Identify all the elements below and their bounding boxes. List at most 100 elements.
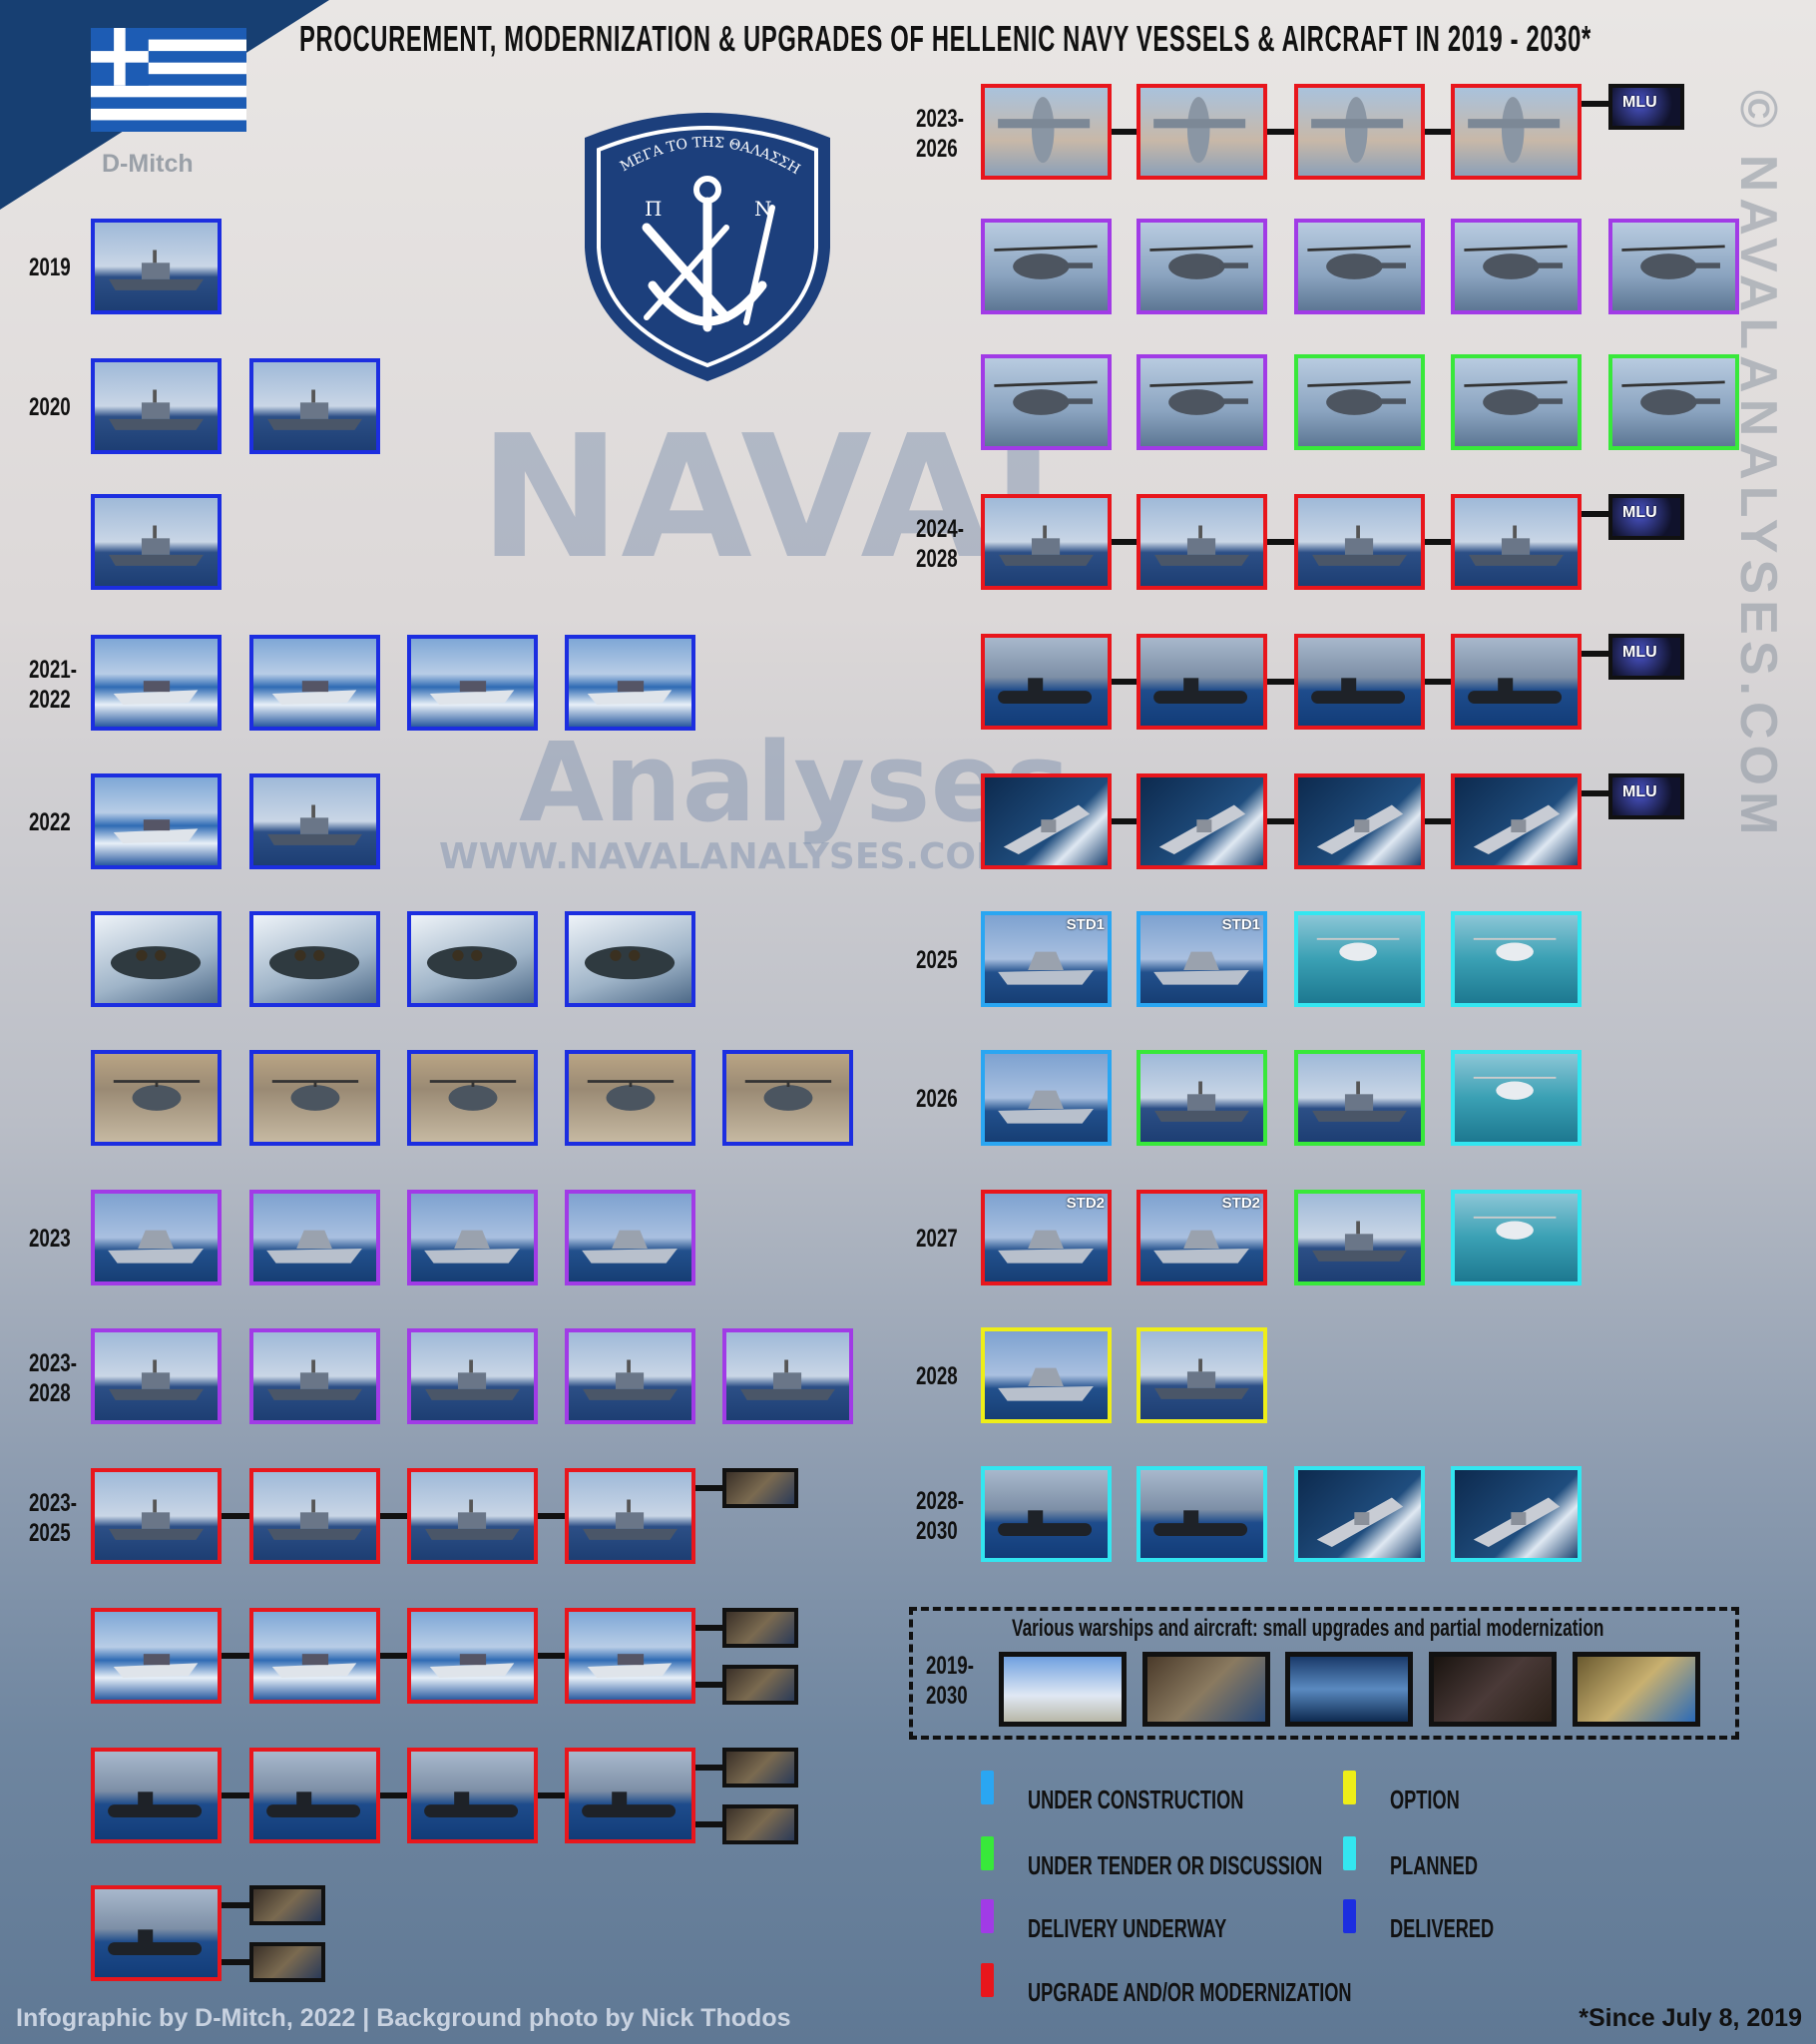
sub-tile[interactable] — [1136, 1466, 1267, 1562]
equipment-thumb[interactable] — [722, 1804, 798, 1844]
corv-tile[interactable] — [249, 1190, 380, 1285]
corv-tile[interactable]: STD2 — [981, 1190, 1112, 1285]
frig-tile[interactable] — [1451, 773, 1582, 869]
equipment-thumb[interactable] — [722, 1665, 798, 1705]
equipment-thumb[interactable] — [722, 1748, 798, 1788]
heli-tile[interactable] — [1451, 354, 1582, 450]
sub-tile[interactable] — [565, 1748, 695, 1843]
equipment-thumb[interactable] — [722, 1468, 798, 1508]
boat-tile[interactable] — [407, 635, 538, 731]
rib-tile[interactable] — [565, 911, 695, 1007]
ship-tile[interactable] — [249, 1328, 380, 1424]
drone-tile[interactable] — [722, 1050, 853, 1146]
radar-image[interactable] — [999, 1652, 1127, 1727]
ship-tile[interactable] — [1451, 494, 1582, 590]
ship-tile[interactable] — [249, 358, 380, 454]
sub-tile[interactable] — [981, 1466, 1112, 1562]
heli-tile[interactable] — [1451, 219, 1582, 314]
heli-tile[interactable] — [1294, 354, 1425, 450]
ship-tile[interactable] — [565, 1328, 695, 1424]
ship-tile[interactable] — [722, 1328, 853, 1424]
heli-tile[interactable] — [1294, 219, 1425, 314]
mlu-badge[interactable]: MLU — [1608, 634, 1684, 680]
corv-tile[interactable] — [981, 1050, 1112, 1146]
drone-tile[interactable] — [91, 1050, 222, 1146]
ship-tile[interactable] — [249, 773, 380, 869]
sub-tile[interactable] — [981, 634, 1112, 730]
boat-tile[interactable] — [249, 635, 380, 731]
sub-tile[interactable] — [91, 1748, 222, 1843]
boat-tile[interactable] — [91, 773, 222, 869]
ship-tile[interactable] — [407, 1468, 538, 1564]
boat-tile[interactable] — [407, 1608, 538, 1704]
ship-tile[interactable] — [1294, 1050, 1425, 1146]
ship-tile[interactable] — [1294, 494, 1425, 590]
rib-tile[interactable] — [407, 911, 538, 1007]
boat-tile[interactable] — [91, 635, 222, 731]
frig-tile[interactable] — [1294, 1466, 1425, 1562]
heli-tile[interactable] — [981, 219, 1112, 314]
heli-tile[interactable] — [1608, 219, 1739, 314]
mlu-badge[interactable]: MLU — [1608, 773, 1684, 819]
rib-tile[interactable] — [249, 911, 380, 1007]
boat-tile[interactable] — [565, 1608, 695, 1704]
rib-tile[interactable] — [91, 911, 222, 1007]
corv-tile[interactable] — [91, 1190, 222, 1285]
corv-tile[interactable] — [981, 1327, 1112, 1423]
plane-tile[interactable] — [1294, 84, 1425, 180]
ship-tile[interactable] — [91, 494, 222, 590]
dome-image[interactable] — [1285, 1652, 1413, 1727]
cockpit-image[interactable] — [1429, 1652, 1557, 1727]
corv-tile[interactable] — [407, 1190, 538, 1285]
ship-tile[interactable] — [981, 494, 1112, 590]
mlu-badge[interactable]: MLU — [1608, 494, 1684, 540]
ship-tile[interactable] — [249, 1468, 380, 1564]
gunner-image[interactable] — [1573, 1652, 1700, 1727]
ship-tile[interactable] — [91, 219, 222, 314]
sea-tile[interactable] — [1294, 911, 1425, 1007]
equipment-thumb[interactable] — [249, 1942, 325, 1982]
plane-tile[interactable] — [981, 84, 1112, 180]
heli-tile[interactable] — [1608, 354, 1739, 450]
crew-image[interactable] — [1142, 1652, 1270, 1727]
sea-tile[interactable] — [1451, 911, 1582, 1007]
sub-tile[interactable] — [249, 1748, 380, 1843]
sub-tile[interactable] — [91, 1885, 222, 1981]
frig-tile[interactable] — [1451, 1466, 1582, 1562]
boat-tile[interactable] — [565, 635, 695, 731]
corv-tile[interactable]: STD2 — [1136, 1190, 1267, 1285]
ship-tile[interactable] — [1294, 1190, 1425, 1285]
mlu-badge[interactable]: MLU — [1608, 84, 1684, 130]
frig-tile[interactable] — [1294, 773, 1425, 869]
ship-tile[interactable] — [91, 1468, 222, 1564]
ship-tile[interactable] — [91, 1328, 222, 1424]
ship-tile[interactable] — [1136, 494, 1267, 590]
sub-tile[interactable] — [1294, 634, 1425, 730]
ship-tile[interactable] — [565, 1468, 695, 1564]
heli-tile[interactable] — [1136, 219, 1267, 314]
equipment-thumb[interactable] — [722, 1608, 798, 1648]
corv-tile[interactable]: STD1 — [981, 911, 1112, 1007]
ship-tile[interactable] — [1136, 1050, 1267, 1146]
drone-tile[interactable] — [565, 1050, 695, 1146]
boat-tile[interactable] — [91, 1608, 222, 1704]
sea-tile[interactable] — [1451, 1190, 1582, 1285]
frig-tile[interactable] — [981, 773, 1112, 869]
ship-tile[interactable] — [1136, 1327, 1267, 1423]
equipment-thumb[interactable] — [249, 1885, 325, 1925]
corv-tile[interactable] — [565, 1190, 695, 1285]
heli-tile[interactable] — [1136, 354, 1267, 450]
heli-tile[interactable] — [981, 354, 1112, 450]
drone-tile[interactable] — [407, 1050, 538, 1146]
sub-tile[interactable] — [1451, 634, 1582, 730]
corv-tile[interactable]: STD1 — [1136, 911, 1267, 1007]
sub-tile[interactable] — [1136, 634, 1267, 730]
ship-tile[interactable] — [407, 1328, 538, 1424]
ship-tile[interactable] — [91, 358, 222, 454]
boat-tile[interactable] — [249, 1608, 380, 1704]
sea-tile[interactable] — [1451, 1050, 1582, 1146]
frig-tile[interactable] — [1136, 773, 1267, 869]
plane-tile[interactable] — [1451, 84, 1582, 180]
sub-tile[interactable] — [407, 1748, 538, 1843]
drone-tile[interactable] — [249, 1050, 380, 1146]
